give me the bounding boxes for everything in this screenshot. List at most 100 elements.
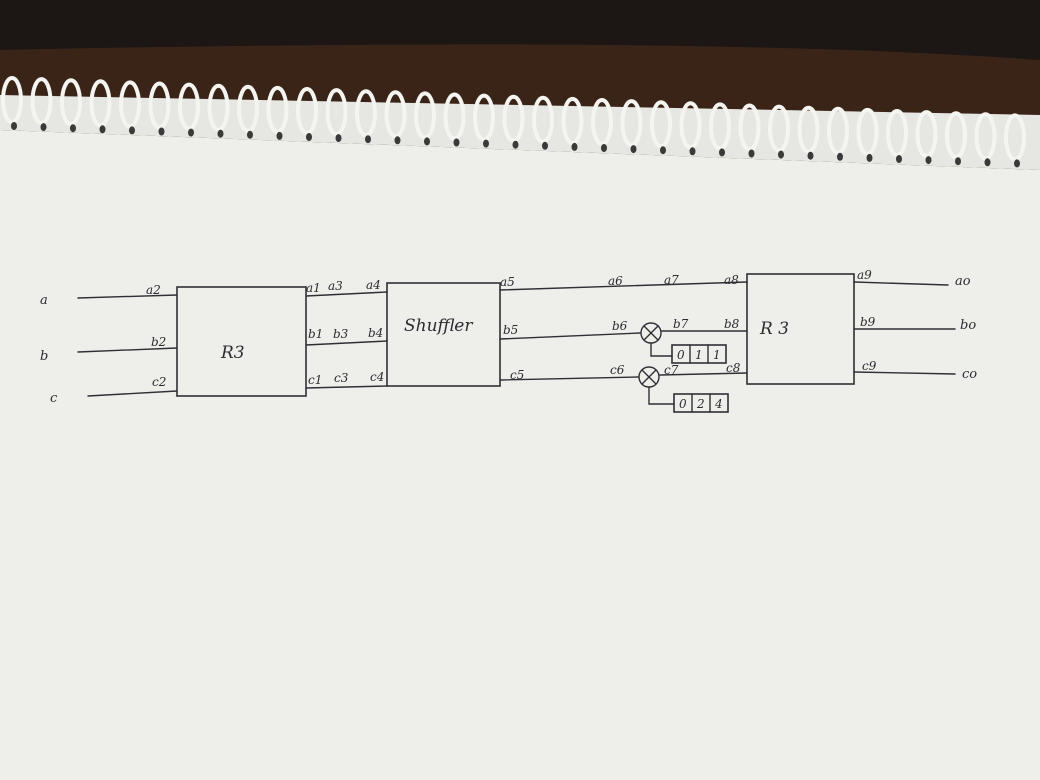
- binding-hole: [778, 150, 784, 159]
- wire-label-c1: c1: [308, 373, 322, 387]
- const-c-feed: [648, 386, 675, 405]
- const-b-register: [671, 344, 727, 364]
- const-c-register: [673, 393, 729, 413]
- wire-c-out-shuffler: [499, 376, 639, 381]
- wire-label-c8: c8: [726, 361, 741, 375]
- spiral-coil: [532, 95, 554, 144]
- dark-backdrop: [0, 0, 1040, 60]
- binding-hole: [11, 122, 17, 130]
- spiral-coil: [473, 93, 495, 142]
- shuffler-label: Shuffler: [404, 316, 473, 336]
- wire-b-out-shuffler: [499, 332, 641, 340]
- binding-hole: [365, 135, 371, 144]
- binding-hole: [896, 155, 902, 163]
- spiral-coil: [502, 94, 525, 143]
- binding-hole: [99, 125, 106, 134]
- spiral-coil: [679, 101, 702, 150]
- wire-label-c9: c9: [862, 359, 877, 373]
- spiral-coil: [856, 107, 879, 156]
- spiral-coil: [237, 84, 259, 133]
- input-a-label: a: [40, 293, 48, 308]
- wire-label-a9: a9: [857, 268, 872, 282]
- const-b-feed: [650, 342, 673, 357]
- wire-label-c2: c2: [152, 375, 166, 389]
- output-c-label: co: [962, 367, 977, 382]
- const-b-digit-2: 1: [713, 348, 721, 362]
- binding-hole: [158, 127, 165, 136]
- binding-hole: [1014, 159, 1020, 168]
- spiral-coil: [591, 98, 613, 146]
- wire-c-mid: [305, 385, 388, 389]
- wire-label-a4: a4: [366, 278, 381, 292]
- binding-hole: [925, 156, 932, 165]
- spiral-coil: [827, 106, 849, 155]
- spiral-coil: [30, 77, 53, 126]
- binding-hole: [630, 145, 637, 154]
- wire-label-c7: c7: [664, 363, 679, 377]
- spiral-coil: [1, 76, 23, 124]
- binding-hole: [807, 151, 814, 160]
- wire-label-c4: c4: [370, 370, 384, 384]
- input-c-label: c: [50, 391, 58, 406]
- wire-label-a8: a8: [724, 273, 739, 287]
- spiral-coil: [266, 85, 289, 134]
- const-c-digit-0: 0: [679, 397, 687, 411]
- binding-hole: [40, 123, 47, 132]
- wire-label-a7: a7: [664, 273, 679, 287]
- spiral-coil: [768, 104, 790, 153]
- r3-block-1-label: R3: [220, 343, 245, 363]
- spiral-coil: [119, 80, 141, 129]
- spiral-coil: [178, 82, 200, 131]
- spiral-coil: [709, 102, 731, 151]
- binding-hole: [837, 152, 843, 161]
- wire-label-b2: b2: [151, 335, 166, 349]
- wire-a-out: [853, 281, 949, 286]
- wire-label-c3: c3: [334, 371, 349, 385]
- binding-hole: [483, 139, 489, 148]
- wire-label-b4: b4: [368, 326, 383, 340]
- binding-hole: [984, 158, 991, 167]
- wire-b-in: [77, 347, 178, 353]
- shuffler-block: [386, 282, 501, 387]
- binding-hole: [453, 138, 460, 147]
- spiral-coil: [414, 91, 436, 140]
- binding-hole: [689, 147, 696, 156]
- wire-label-a5: a5: [500, 275, 515, 289]
- binding-hole: [542, 141, 548, 150]
- spiral-coil: [650, 100, 672, 149]
- wire-label-b8: b8: [724, 317, 740, 331]
- wire-label-b9: b9: [860, 315, 876, 329]
- binding-hole: [719, 148, 725, 157]
- spiral-coil: [915, 110, 938, 159]
- spiral-coil: [355, 89, 377, 138]
- spiral-coil: [797, 105, 820, 154]
- spiral-coil: [384, 90, 407, 139]
- output-a-label: ao: [955, 274, 971, 289]
- const-c-digit-2: 4: [714, 397, 723, 411]
- binding-hole: [306, 133, 312, 141]
- spiral-coil: [974, 112, 997, 161]
- binding-hole: [660, 146, 666, 155]
- wire-label-b6: b6: [612, 319, 628, 333]
- wire-label-b3: b3: [333, 327, 349, 341]
- wire-label-b5: b5: [503, 323, 518, 337]
- spiral-coil: [443, 92, 466, 141]
- binding-hole: [394, 136, 401, 145]
- binding-hole: [955, 157, 961, 166]
- binding-hole: [424, 137, 430, 146]
- wire-a-in: [77, 294, 178, 299]
- wire-label-a2: a2: [146, 283, 161, 297]
- const-b-digit-0: 0: [677, 348, 685, 362]
- binding-hole: [217, 129, 224, 138]
- wire-label-a1: a1: [306, 281, 321, 295]
- wire-c-after-mult: [659, 372, 748, 376]
- r3-block-1: [176, 286, 307, 397]
- spiral-coil: [148, 81, 171, 130]
- wire-label-b1: b1: [308, 327, 323, 341]
- binding-hole: [512, 140, 519, 149]
- wire-c-in: [87, 390, 178, 397]
- wire-label-a6: a6: [608, 274, 623, 288]
- binding-hole: [571, 142, 578, 151]
- wire-label-c6: c6: [610, 363, 625, 377]
